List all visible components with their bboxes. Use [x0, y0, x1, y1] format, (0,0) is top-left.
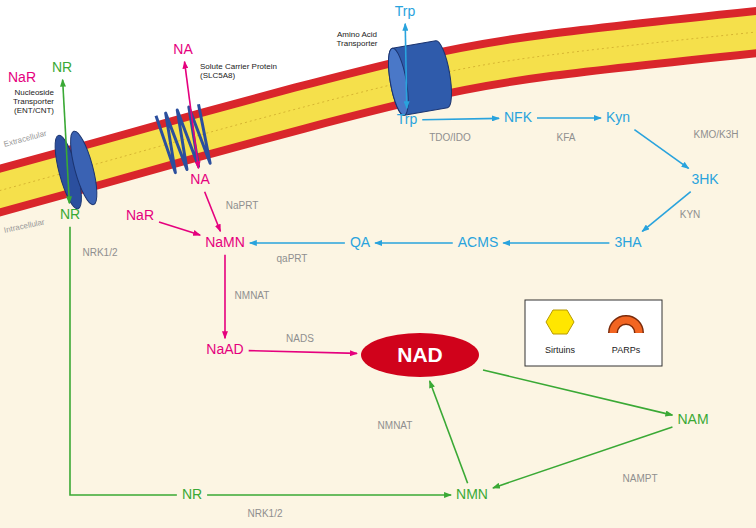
metabolite: Trp — [393, 3, 417, 20]
metabolite: Trp — [395, 111, 419, 128]
pathway-arrow — [493, 427, 673, 488]
legend-text: Sirtuins — [545, 345, 575, 355]
enzyme-label: NRK1/2 — [247, 508, 282, 519]
slc-transporter — [156, 104, 214, 173]
metabolite-name: NaMN — [205, 235, 245, 250]
enzyme-label: NMNAT — [235, 290, 270, 301]
enzyme-label: TDO/IDO — [429, 132, 471, 143]
parp-arc — [613, 320, 639, 333]
metabolite: NA — [171, 41, 194, 58]
metabolite-name: NAM — [677, 412, 708, 427]
pathway-arrow — [250, 242, 345, 244]
enzyme-label: qaPRT — [277, 253, 308, 264]
pathway-arrow — [249, 351, 357, 354]
pathway-arrow — [503, 242, 609, 244]
enzyme-label: KFA — [557, 132, 576, 143]
enzyme-label: KYN — [680, 209, 701, 220]
pathway-arrow — [159, 222, 200, 235]
nucleoside-transporter — [50, 129, 103, 211]
enzyme-label: KMO/K3H — [693, 129, 738, 140]
transporter-lobe — [65, 129, 102, 207]
pathway-arrow — [70, 227, 177, 495]
ellipse-fill — [361, 333, 479, 377]
parp-arc-outline — [613, 320, 639, 333]
membrane-tails — [0, 30, 756, 196]
metabolite: QA — [348, 234, 372, 251]
metabolite: NaR — [124, 207, 156, 224]
enzyme-label: NMNAT — [378, 420, 413, 431]
enzyme-label: NADS — [286, 333, 314, 344]
metabolite-name: NA — [190, 172, 209, 187]
metabolite-name: Trp — [395, 4, 415, 19]
metabolite: Kyn — [604, 109, 632, 126]
metabolite: NR — [50, 59, 74, 76]
metabolite-name: ACMS — [458, 235, 498, 250]
metabolite-name: 3HA — [614, 235, 641, 250]
metabolite-name: NMN — [456, 487, 488, 502]
metabolite-name: NA — [173, 42, 192, 57]
metabolite-name: Trp — [397, 112, 417, 127]
metabolite-name: Kyn — [606, 110, 630, 125]
transporter-label: Amino Acid Transporter — [322, 30, 392, 48]
transporter-label: Nucleoside Transporter (ENT/CNT) — [2, 88, 54, 116]
metabolite-name: NFK — [504, 110, 532, 125]
enzyme-label: NRK1/2 — [82, 247, 117, 258]
metabolite: NA — [188, 171, 211, 188]
intracellular-ground — [0, 30, 756, 528]
transporter-label: Solute Carrier Protein (SLC5A8) — [200, 62, 295, 80]
cell-membrane — [0, 30, 756, 528]
sirtuin-hexagon — [546, 310, 574, 334]
legend-text: PARPs — [612, 345, 640, 355]
pathway-arrow — [405, 24, 407, 109]
pathway-arrow — [207, 494, 451, 496]
metabolite-name: NaR — [8, 70, 36, 85]
pathway-arrow — [430, 381, 468, 483]
metabolite-name: NR — [52, 60, 72, 75]
legend-frame — [525, 300, 662, 366]
metabolite: NFK — [502, 109, 534, 126]
transporter-helix — [156, 104, 214, 173]
pathway-arrow — [224, 255, 226, 339]
pathway-arrow — [185, 62, 199, 169]
nad-ellipse: NAD — [360, 332, 480, 378]
metabolite-name: NR — [182, 487, 202, 502]
metabolite: NaAD — [204, 341, 245, 358]
pathway-arrow — [205, 192, 221, 232]
enzyme-label: NaPRT — [226, 200, 259, 211]
pathway-arrow — [63, 80, 70, 204]
metabolite-name: NaAD — [206, 342, 243, 357]
metabolite: NR — [58, 206, 82, 223]
metabolite-name: NR — [60, 207, 80, 222]
pathway-arrow — [483, 370, 672, 415]
metabolite-name: NaR — [126, 208, 154, 223]
transporter-barrel — [385, 39, 456, 116]
metabolite: NR — [180, 486, 204, 503]
metabolite: NMN — [454, 486, 490, 503]
transporter-end — [385, 47, 413, 117]
metabolite: NaMN — [203, 234, 247, 251]
enzyme-label: NAMPT — [623, 473, 658, 484]
pathway-arrow — [634, 130, 688, 169]
pathway-arrow — [422, 118, 499, 119]
legend-box — [525, 300, 662, 366]
metabolite-name: 3HK — [691, 172, 718, 187]
pathway-arrow — [537, 117, 601, 119]
nad-label: NAD — [397, 343, 443, 366]
pathway-arrow — [375, 242, 453, 244]
metabolite-name: QA — [350, 235, 370, 250]
metabolite: NaR — [6, 69, 38, 86]
membrane-midline — [0, 30, 756, 196]
membrane-heads — [0, 30, 756, 196]
metabolite: NAM — [675, 411, 710, 428]
metabolite: 3HK — [689, 171, 720, 188]
metabolite: ACMS — [456, 234, 500, 251]
metabolite: 3HA — [612, 234, 643, 251]
amino-acid-transporter — [385, 39, 456, 116]
